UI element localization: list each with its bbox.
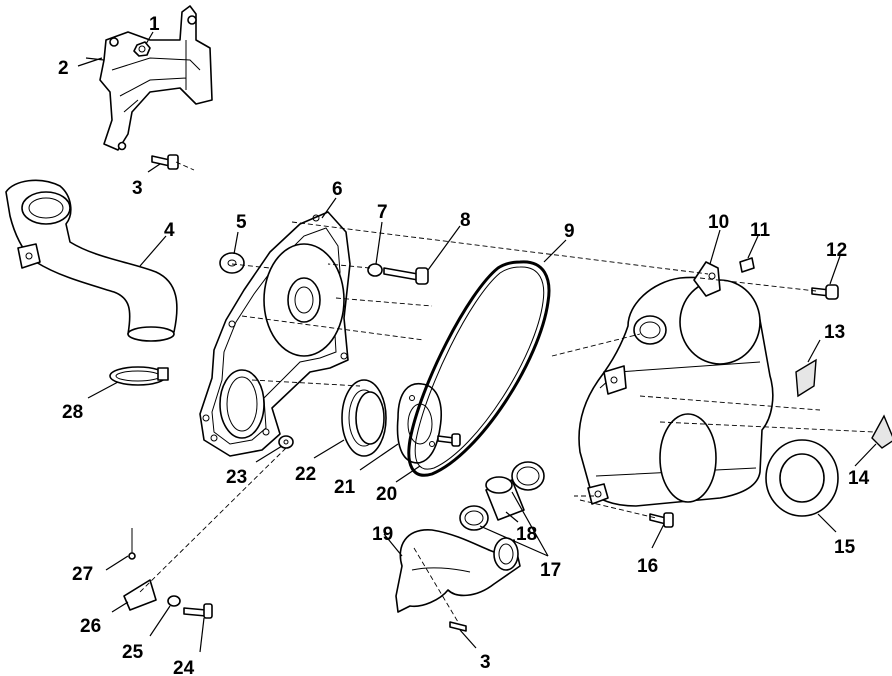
- callout-7: 7: [377, 202, 388, 223]
- callout-11: 11: [750, 220, 771, 241]
- part-clamp-17a: [511, 461, 545, 491]
- part-decal-14: [871, 414, 892, 449]
- callout-22: 22: [295, 464, 316, 485]
- part-bolt-3a: [151, 154, 179, 170]
- callout-1: 1: [149, 14, 160, 35]
- part-bolt-24: [183, 603, 213, 619]
- callout-9: 9: [564, 221, 575, 242]
- part-bracket-26: [123, 579, 157, 611]
- callout-16: 16: [637, 556, 658, 577]
- part-label-13: [795, 358, 817, 398]
- callout-14: 14: [848, 468, 870, 489]
- part-clamp-17b: [459, 505, 489, 531]
- callout-27: 27: [72, 564, 93, 585]
- callout-labels: 1 2 3 4 5 6 7 8 9 10 11 12 13 14 15 16 1…: [58, 14, 870, 676]
- part-disc-15: [765, 439, 839, 517]
- part-washer-5: [219, 252, 245, 274]
- part-bracket: [99, 5, 213, 151]
- callout-21: 21: [334, 477, 356, 498]
- callout-6: 6: [332, 179, 343, 200]
- alignment-lines: [139, 161, 875, 623]
- callout-3-upper: 3: [132, 178, 143, 199]
- part-air-duct: [395, 529, 521, 613]
- part-outer-cover: [578, 261, 774, 507]
- part-washer-7: [367, 263, 383, 277]
- callout-18: 18: [516, 524, 537, 545]
- callout-8: 8: [460, 210, 471, 231]
- part-screw-8: [383, 267, 429, 285]
- part-bolt-3b: [449, 621, 467, 632]
- part-washer-25: [167, 595, 181, 607]
- callout-12: 12: [826, 240, 847, 261]
- callout-13: 13: [824, 322, 845, 343]
- part-nut-1: [133, 41, 151, 57]
- callout-5: 5: [236, 212, 247, 233]
- part-coupler-sleeve: [485, 476, 525, 521]
- part-hose-clamp: [109, 366, 169, 386]
- part-screw-20: [437, 433, 461, 447]
- part-spring-27: [128, 528, 136, 560]
- callout-24: 24: [173, 658, 195, 676]
- part-intake-duct: [5, 179, 178, 342]
- callout-3-lower: 3: [480, 652, 491, 673]
- callout-20: 20: [376, 484, 397, 505]
- part-inner-cover: [199, 211, 351, 457]
- part-screw-16: [649, 512, 674, 528]
- callout-26: 26: [80, 616, 101, 637]
- leader-lines: [77, 31, 877, 653]
- part-decal-11: [739, 257, 755, 273]
- callout-23: 23: [226, 467, 247, 488]
- callout-17: 17: [540, 560, 561, 581]
- part-bearing-plate: [396, 382, 442, 464]
- callout-28: 28: [62, 402, 83, 423]
- callout-4: 4: [164, 220, 175, 241]
- callout-2: 2: [58, 58, 69, 79]
- callout-15: 15: [834, 537, 856, 558]
- callout-19: 19: [372, 524, 393, 545]
- callout-25: 25: [122, 642, 144, 663]
- part-seal-22: [341, 379, 387, 457]
- part-bolt-12: [811, 284, 839, 300]
- callout-10: 10: [708, 212, 729, 233]
